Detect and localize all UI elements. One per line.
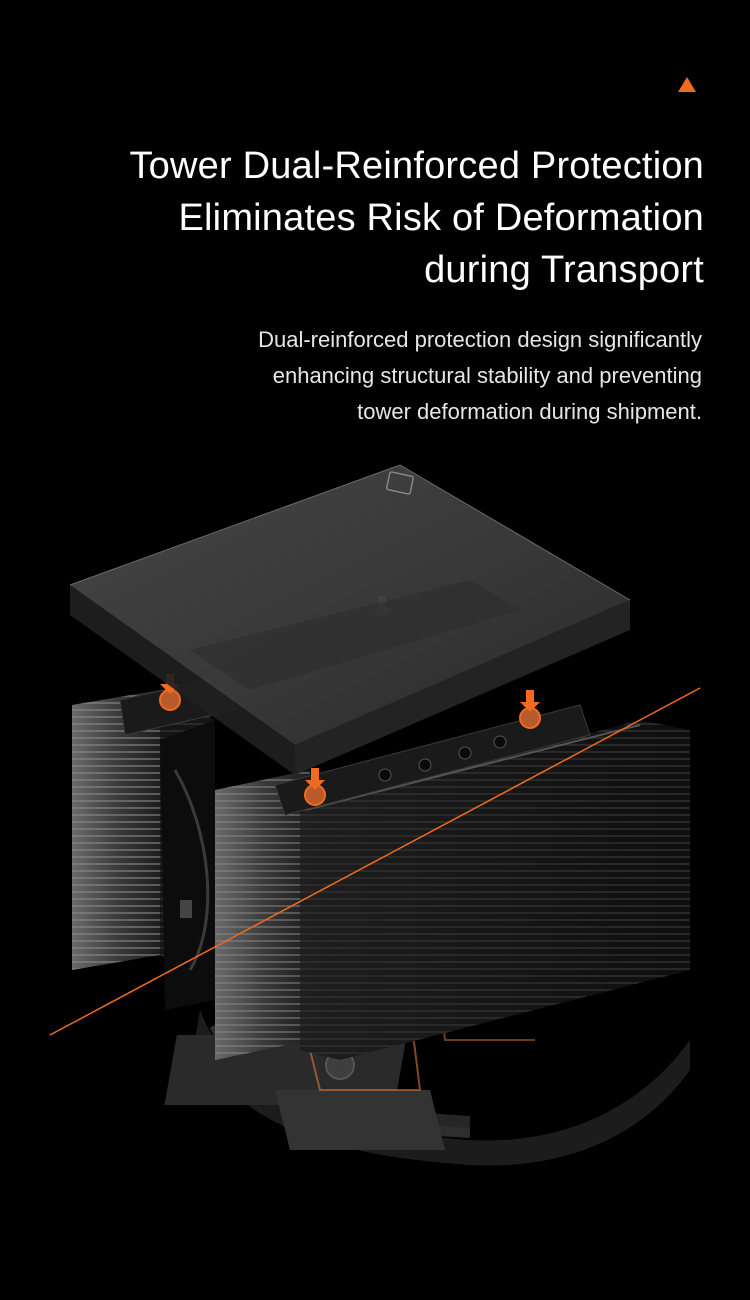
- description-line-3: tower deformation during shipment.: [357, 399, 702, 424]
- triangle-marker-icon: [678, 77, 696, 92]
- cutaway-line: [49, 687, 701, 1036]
- description-line-1: Dual-reinforced protection design signif…: [258, 327, 702, 352]
- title-line-3: during Transport: [424, 249, 704, 291]
- cpu-cooler-illustration: [49, 464, 701, 1166]
- description-line-2: enhancing structural stability and preve…: [272, 363, 702, 388]
- right-fin-stack: [215, 720, 690, 1060]
- title-line-2: Eliminates Risk of Deformation: [178, 197, 704, 239]
- title-line-1: Tower Dual-Reinforced Protection: [129, 145, 704, 187]
- top-cover: [69, 464, 631, 775]
- center-fan: [160, 720, 215, 1010]
- page-title: Tower Dual-Reinforced Protection Elimina…: [44, 140, 704, 296]
- description: Dual-reinforced protection design signif…: [82, 322, 702, 430]
